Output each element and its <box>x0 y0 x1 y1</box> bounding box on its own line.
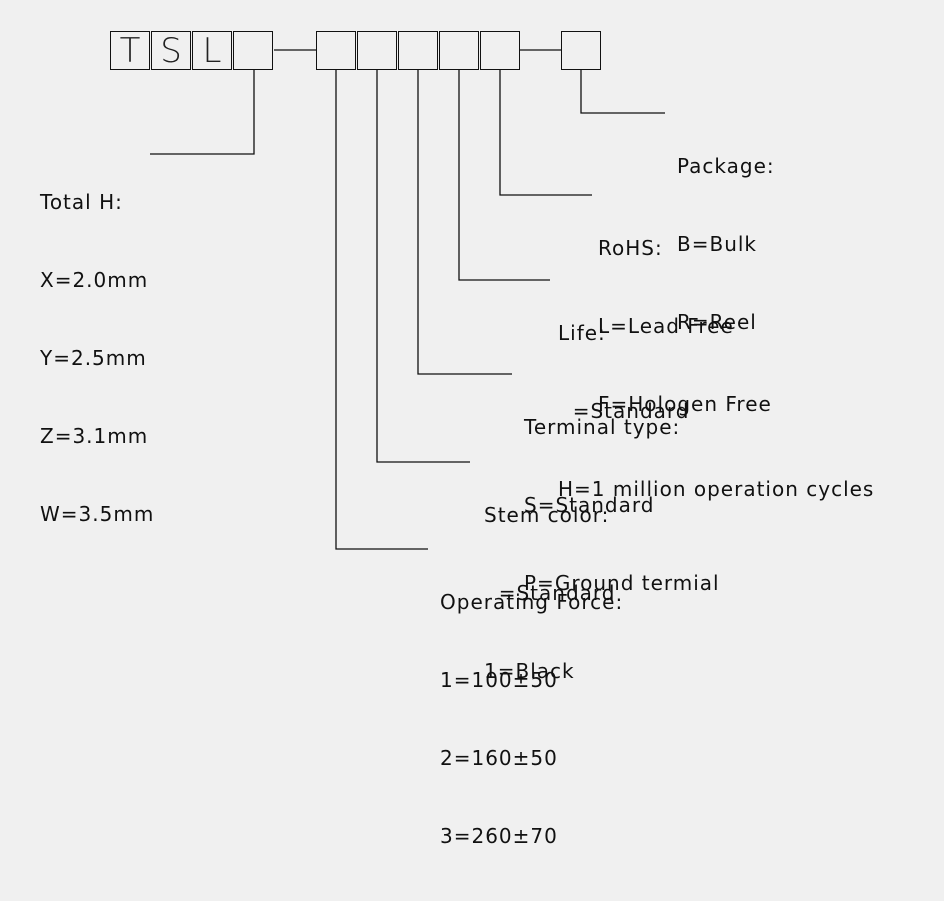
operating-force-option: 2=160±50 <box>440 746 558 770</box>
leader-terminal-type <box>417 70 512 375</box>
package-option: R=Reel <box>677 310 757 334</box>
total-height-legend: Total H: X=2.0mm Y=2.5mm Z=3.1mm W=3.5mm <box>40 137 154 579</box>
part-number-diagram: T S L Total H: X=2.0mm Y=2.5mm Z=3.1mm W… <box>40 31 874 848</box>
code-box-total-height <box>233 31 273 70</box>
code-box-rohs <box>480 31 520 70</box>
code-box-terminal-type <box>398 31 438 70</box>
leader-rohs <box>499 70 592 196</box>
life-option: =Standard <box>558 399 690 423</box>
terminal-type-legend: Terminal type: S=Standard P=Ground termi… <box>524 362 720 648</box>
operating-force-option: 1=100±50 <box>440 668 558 692</box>
rohs-option: F=Hologen Free <box>598 392 772 416</box>
total-height-option: Y=2.5mm <box>40 346 147 370</box>
stem-color-title: Stem color: <box>484 503 610 527</box>
leader-life <box>458 70 550 281</box>
code-box-3: L <box>192 31 232 70</box>
rohs-option: L=Lead Free <box>598 314 734 338</box>
stem-color-option: =Standard <box>484 581 616 605</box>
code-box-life <box>439 31 479 70</box>
terminal-type-option: P=Ground termial <box>524 571 720 595</box>
code-box-2: S <box>151 31 191 70</box>
leader-stem-color <box>376 70 470 463</box>
operating-force-option: 3=260±70 <box>440 824 558 848</box>
total-height-option: Z=3.1mm <box>40 424 149 448</box>
operating-force-title: Operating Force: <box>440 590 624 614</box>
total-height-title: Total H: <box>40 190 123 214</box>
life-title: Life: <box>558 321 606 345</box>
code-box-package <box>561 31 601 70</box>
package-title: Package: <box>677 154 775 178</box>
leader-total-height <box>150 70 255 155</box>
rohs-title: RoHS: <box>598 236 663 260</box>
total-height-option: X=2.0mm <box>40 268 149 292</box>
leader-operating-force <box>335 70 428 550</box>
package-option: B=Bulk <box>677 232 758 256</box>
life-option: H=1 million operation cycles <box>558 477 875 501</box>
code-box-stem-color <box>357 31 397 70</box>
leader-package <box>580 70 665 114</box>
total-height-option: W=3.5mm <box>40 502 155 526</box>
terminal-type-option: S=Standard <box>524 493 655 517</box>
life-legend: Life: =Standard H=1 million operation cy… <box>558 268 874 554</box>
operating-force-legend: Operating Force: 1=100±50 2=160±50 3=260… <box>440 537 623 901</box>
code-box-1: T <box>110 31 150 70</box>
rohs-legend: RoHS: L=Lead Free F=Hologen Free <box>598 183 772 469</box>
terminal-type-title: Terminal type: <box>524 415 681 439</box>
package-legend: Package: B=Bulk R=Reel <box>677 101 775 387</box>
code-box-operating-force <box>316 31 356 70</box>
connector-lines <box>150 49 665 550</box>
